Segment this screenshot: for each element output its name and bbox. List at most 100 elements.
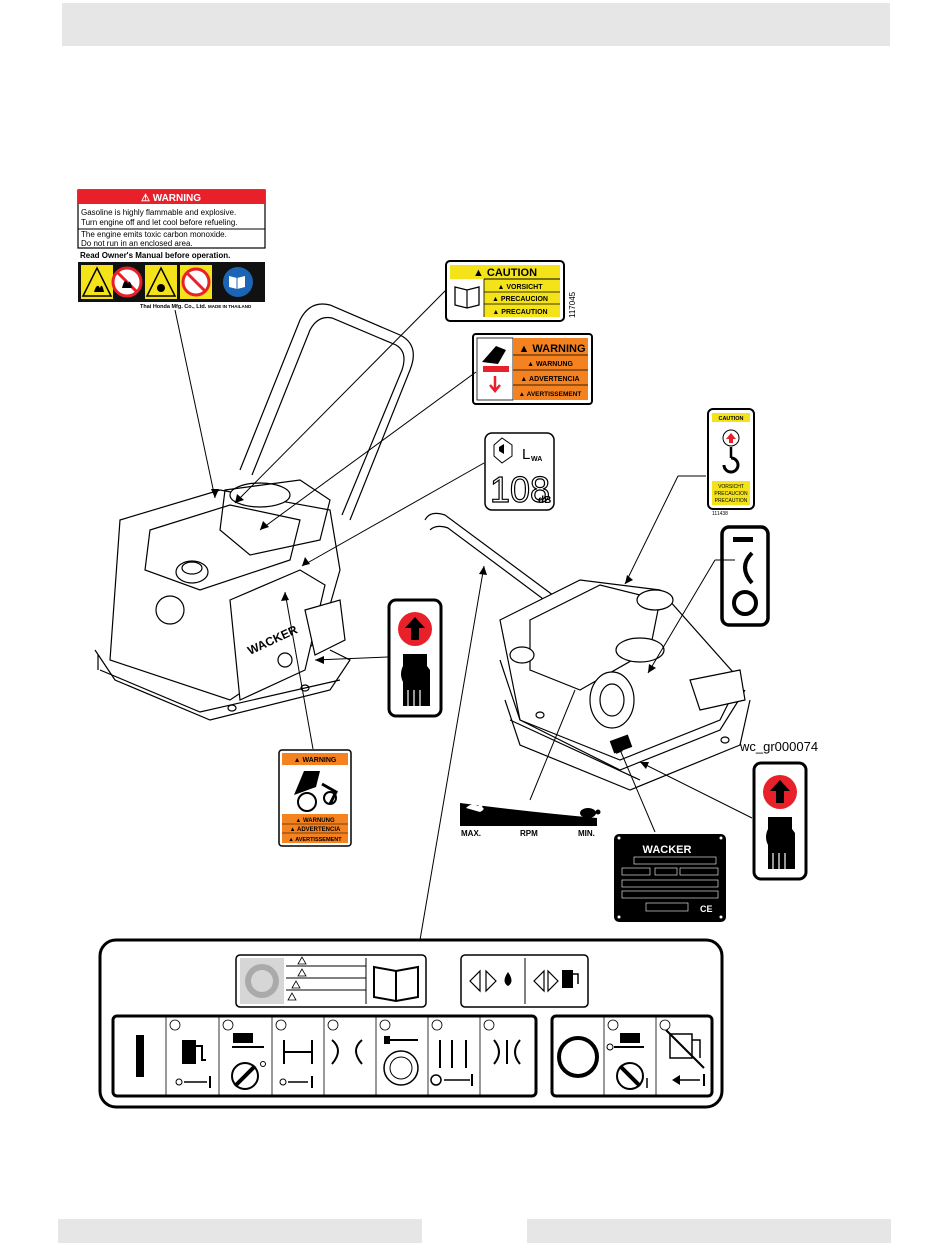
honda-origin-text: MADE IN THAILAND bbox=[208, 304, 252, 309]
lift-label-line3: PRECAUTION bbox=[715, 498, 748, 504]
lift-handle-glove-label-2 bbox=[752, 761, 808, 881]
svg-text:▲ WARNING: ▲ WARNING bbox=[294, 757, 337, 764]
svg-text:▲ WARNUNG: ▲ WARNUNG bbox=[295, 818, 335, 824]
stopping-instructions-strip bbox=[550, 1014, 714, 1098]
lift-point-caution-label: CAUTION VORSICHT PRECAUCION PRECAUTION 1… bbox=[707, 408, 755, 517]
lift-hook-icon bbox=[722, 429, 740, 474]
svg-text:▲ CAUTION: ▲ CAUTION bbox=[473, 267, 537, 279]
oil-fuel-check-label bbox=[460, 954, 589, 1008]
footer-bar-right bbox=[527, 1219, 891, 1243]
sound-value: 108 bbox=[490, 469, 550, 510]
warning-hand-crush-label: ▲ WARNING ▲ WARNUNG ▲ ADVERTENCIA ▲ AVER… bbox=[472, 333, 593, 405]
belt-entanglement-icon bbox=[294, 771, 338, 812]
rabbit-icon bbox=[466, 802, 484, 812]
book-icon bbox=[454, 286, 480, 309]
open-book-icon bbox=[373, 965, 419, 1003]
sound-power-label: L WA 108 dB bbox=[484, 432, 555, 511]
starting-instructions-strip bbox=[111, 1014, 538, 1098]
svg-text:▲ AVERTISSEMENT: ▲ AVERTISSEMENT bbox=[519, 391, 582, 398]
glove-icon bbox=[401, 654, 430, 706]
caution-label-line1: VORSICHT bbox=[506, 284, 543, 291]
fuel-check-icon bbox=[533, 969, 579, 993]
choke-lever-label bbox=[720, 525, 770, 627]
caution-manual-label: ▲ CAUTION ▲ VORSICHT ▲ PRECAUCION ▲ PREC… bbox=[445, 260, 577, 322]
honda-warning-line1: Gasoline is highly flammable and explosi… bbox=[81, 208, 236, 217]
sound-unit: dB bbox=[538, 495, 551, 506]
caution-label-line3: PRECAUTION bbox=[501, 309, 547, 316]
svg-text:▲ PRECAUTION: ▲ PRECAUTION bbox=[492, 309, 547, 316]
exhaust-hazard-icon bbox=[145, 265, 177, 299]
sound-wa-subscript: WA bbox=[531, 456, 542, 463]
nameplate-brand: WACKER bbox=[643, 844, 692, 856]
lift-label-line1: VORSICHT bbox=[718, 484, 744, 490]
plate-compactor-rear-view bbox=[424, 512, 751, 791]
honda-warning-line5: Read Owner's Manual before operation. bbox=[80, 251, 230, 260]
honda-warning-label: ⚠ WARNING Gasoline is highly flammable a… bbox=[77, 189, 266, 310]
speaker-icon bbox=[493, 437, 513, 464]
honda-warning-header bbox=[78, 190, 265, 204]
caution-label-title: CAUTION bbox=[487, 267, 537, 279]
run-position-icon bbox=[493, 1039, 521, 1065]
machine-nameplate: WACKER CE bbox=[614, 834, 726, 922]
svg-text:▲ ADVERTENCIA: ▲ ADVERTENCIA bbox=[520, 376, 579, 383]
honda-maker-text: Thai Honda Mfg. Co., Ltd. bbox=[140, 304, 207, 310]
step-on-bar-icon bbox=[136, 1035, 144, 1077]
svg-text:▲ AVERTISSEMENT: ▲ AVERTISSEMENT bbox=[288, 837, 342, 843]
sound-l-symbol: L bbox=[522, 446, 530, 463]
belt-warning-line3: AVERTISSEMENT bbox=[295, 837, 342, 843]
honda-warning-title: WARNING bbox=[153, 193, 202, 204]
lift-handle-glove-label-1 bbox=[387, 598, 443, 718]
svg-text:▲ VORSICHT: ▲ VORSICHT bbox=[497, 284, 543, 291]
svg-text:▲ PRECAUCION: ▲ PRECAUCION bbox=[492, 296, 548, 303]
turtle-icon bbox=[580, 808, 601, 818]
fuel-valve-on-icon bbox=[175, 1040, 211, 1088]
choke-arc-icon bbox=[743, 551, 754, 585]
rpm-min-label: MIN. bbox=[578, 829, 595, 838]
read-manual-icon bbox=[223, 267, 253, 297]
stop-circle-icon bbox=[557, 1036, 599, 1078]
ce-mark: CE bbox=[700, 904, 713, 914]
choke-icon bbox=[231, 1033, 266, 1090]
oil-check-icon bbox=[469, 969, 512, 993]
svg-text:⚠ WARNING: ⚠ WARNING bbox=[141, 193, 201, 204]
caution-label-line2: PRECAUCION bbox=[501, 296, 548, 303]
belt-warning-line2: ADVERTENCIA bbox=[297, 827, 341, 833]
caution-label-part-no: 117045 bbox=[568, 291, 577, 318]
rpm-label: RPM bbox=[520, 829, 538, 838]
throttle-rpm-label: MAX. RPM MIN. bbox=[460, 802, 601, 838]
svg-text:▲ ADVERTENCIA: ▲ ADVERTENCIA bbox=[290, 827, 341, 833]
plate-compactor-front-view: WACKER bbox=[94, 303, 414, 721]
footer-bar-left bbox=[58, 1219, 422, 1243]
run-circle-icon bbox=[732, 590, 758, 616]
belt-warning-title: WARNING bbox=[303, 757, 337, 764]
control-panel-decal bbox=[98, 938, 724, 1109]
svg-text:▲ WARNING: ▲ WARNING bbox=[518, 343, 585, 355]
lift-label-line2: PRECAUCION bbox=[714, 491, 748, 497]
header-bar bbox=[62, 3, 890, 46]
svg-text:▲ WARNUNG: ▲ WARNUNG bbox=[527, 361, 573, 368]
no-fire-icon bbox=[111, 266, 143, 298]
leader-arrowheads bbox=[211, 489, 656, 769]
up-arrow-icon bbox=[405, 617, 425, 640]
throttle-full-icon bbox=[430, 1040, 473, 1086]
lift-label-part-no: 111438 bbox=[712, 511, 728, 517]
belt-guard-warning-label: ▲ WARNING ▲ WARNUNG ▲ ADVERTENCIA ▲ AVER… bbox=[278, 749, 352, 847]
rpm-max-label: MAX. bbox=[461, 829, 481, 838]
warning-hand-line1: WARNUNG bbox=[536, 361, 573, 368]
throttle-icon bbox=[279, 1040, 313, 1088]
hearing-protection-label bbox=[235, 954, 427, 1008]
honda-warning-line3: The engine emits toxic carbon monoxide. bbox=[81, 230, 227, 239]
no-engine-indoors-icon bbox=[180, 265, 212, 299]
ear-protection-icon bbox=[251, 970, 273, 992]
leader-lines bbox=[174, 289, 753, 941]
warning-hand-line3: AVERTISSEMENT bbox=[527, 391, 582, 398]
recoil-start-icon bbox=[383, 1036, 419, 1086]
warning-hand-title: WARNING bbox=[532, 343, 585, 355]
lift-label-title: CAUTION bbox=[718, 416, 743, 422]
figure-id: wc_gr000074 bbox=[739, 739, 818, 754]
fire-hazard-icon bbox=[81, 265, 113, 299]
belt-warning-line1: WARNUNG bbox=[303, 818, 335, 824]
clutch-icon bbox=[331, 1039, 363, 1065]
choke-off-icon bbox=[606, 1033, 648, 1090]
